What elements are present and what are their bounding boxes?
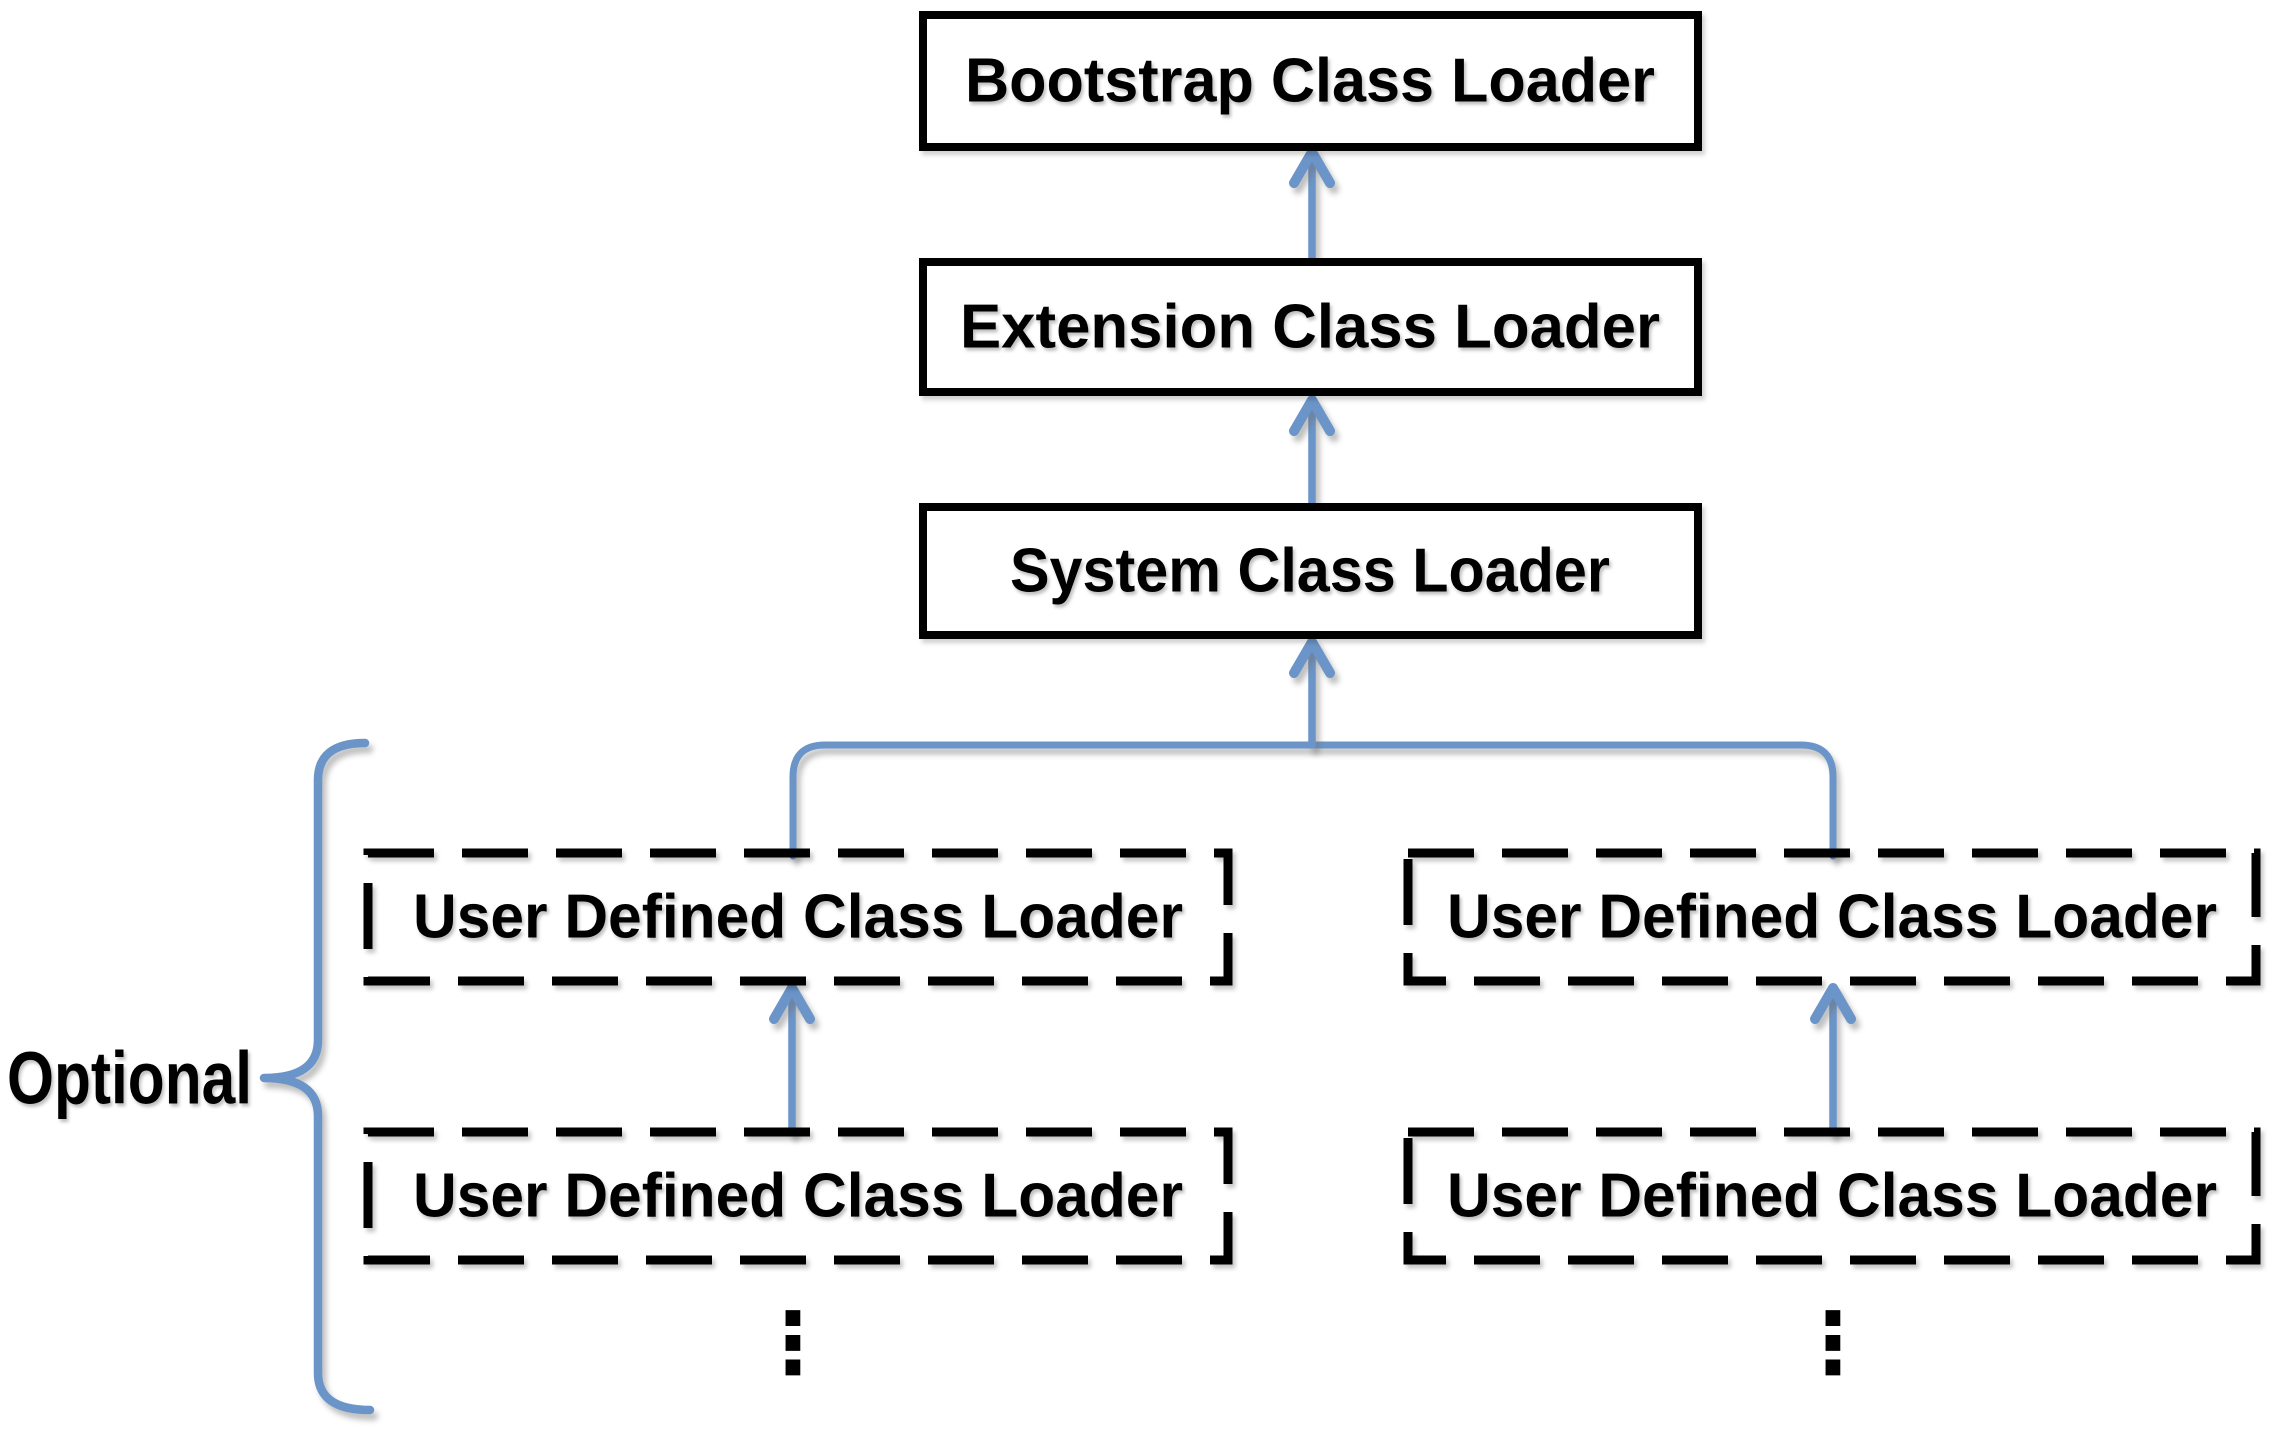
user-defined-class-loader-box-right-top (1403, 848, 2261, 986)
user-defined-label-left-top: User Defined Class Loader (413, 883, 1183, 952)
solid-boxes (919, 11, 1702, 639)
optional-curly-brace-icon (259, 738, 375, 1415)
bootstrap-class-loader-label: Bootstrap Class Loader (965, 47, 1655, 116)
optional-label: Optional (7, 1037, 252, 1120)
arrow-head-icon (1810, 983, 1856, 1024)
connector-tree-line (789, 741, 1837, 860)
up-arrow-left-user-defined (769, 983, 815, 1136)
user-defined-label-left-bottom: User Defined Class Loader (413, 1162, 1183, 1231)
bootstrap-class-loader-box (919, 11, 1702, 151)
extension-class-loader-label: Extension Class Loader (960, 293, 1660, 362)
up-arrow-right-user-defined (1810, 983, 1856, 1136)
system-class-loader-label: System Class Loader (1010, 537, 1610, 606)
connectors (259, 147, 1856, 1415)
up-arrow-system-to-extension (1289, 395, 1335, 511)
arrow-head-icon (1289, 395, 1335, 436)
vertical-ellipsis-icon-right: ⋮ (1791, 1294, 1875, 1392)
user-defined-label-right-top: User Defined Class Loader (1447, 883, 2217, 952)
arrow-head-icon (1289, 147, 1335, 188)
up-arrow-trunk-to-system (1289, 637, 1335, 749)
labels: Bootstrap Class Loader Extension Class L… (7, 47, 2217, 1393)
up-arrow-extension-to-bootstrap (1289, 147, 1335, 266)
arrow-head-icon (1289, 637, 1335, 678)
user-defined-class-loader-box-left-top (363, 848, 1233, 986)
user-defined-class-loader-box-right-bottom (1403, 1127, 2261, 1265)
extension-class-loader-box (919, 258, 1702, 396)
system-class-loader-box (919, 503, 1702, 639)
user-defined-class-loader-box-left-bottom (363, 1127, 1233, 1265)
arrow-head-icon (769, 983, 815, 1024)
dashed-boxes (363, 848, 2261, 1265)
user-defined-label-right-bottom: User Defined Class Loader (1447, 1162, 2217, 1231)
vertical-ellipsis-icon-left: ⋮ (751, 1294, 835, 1392)
